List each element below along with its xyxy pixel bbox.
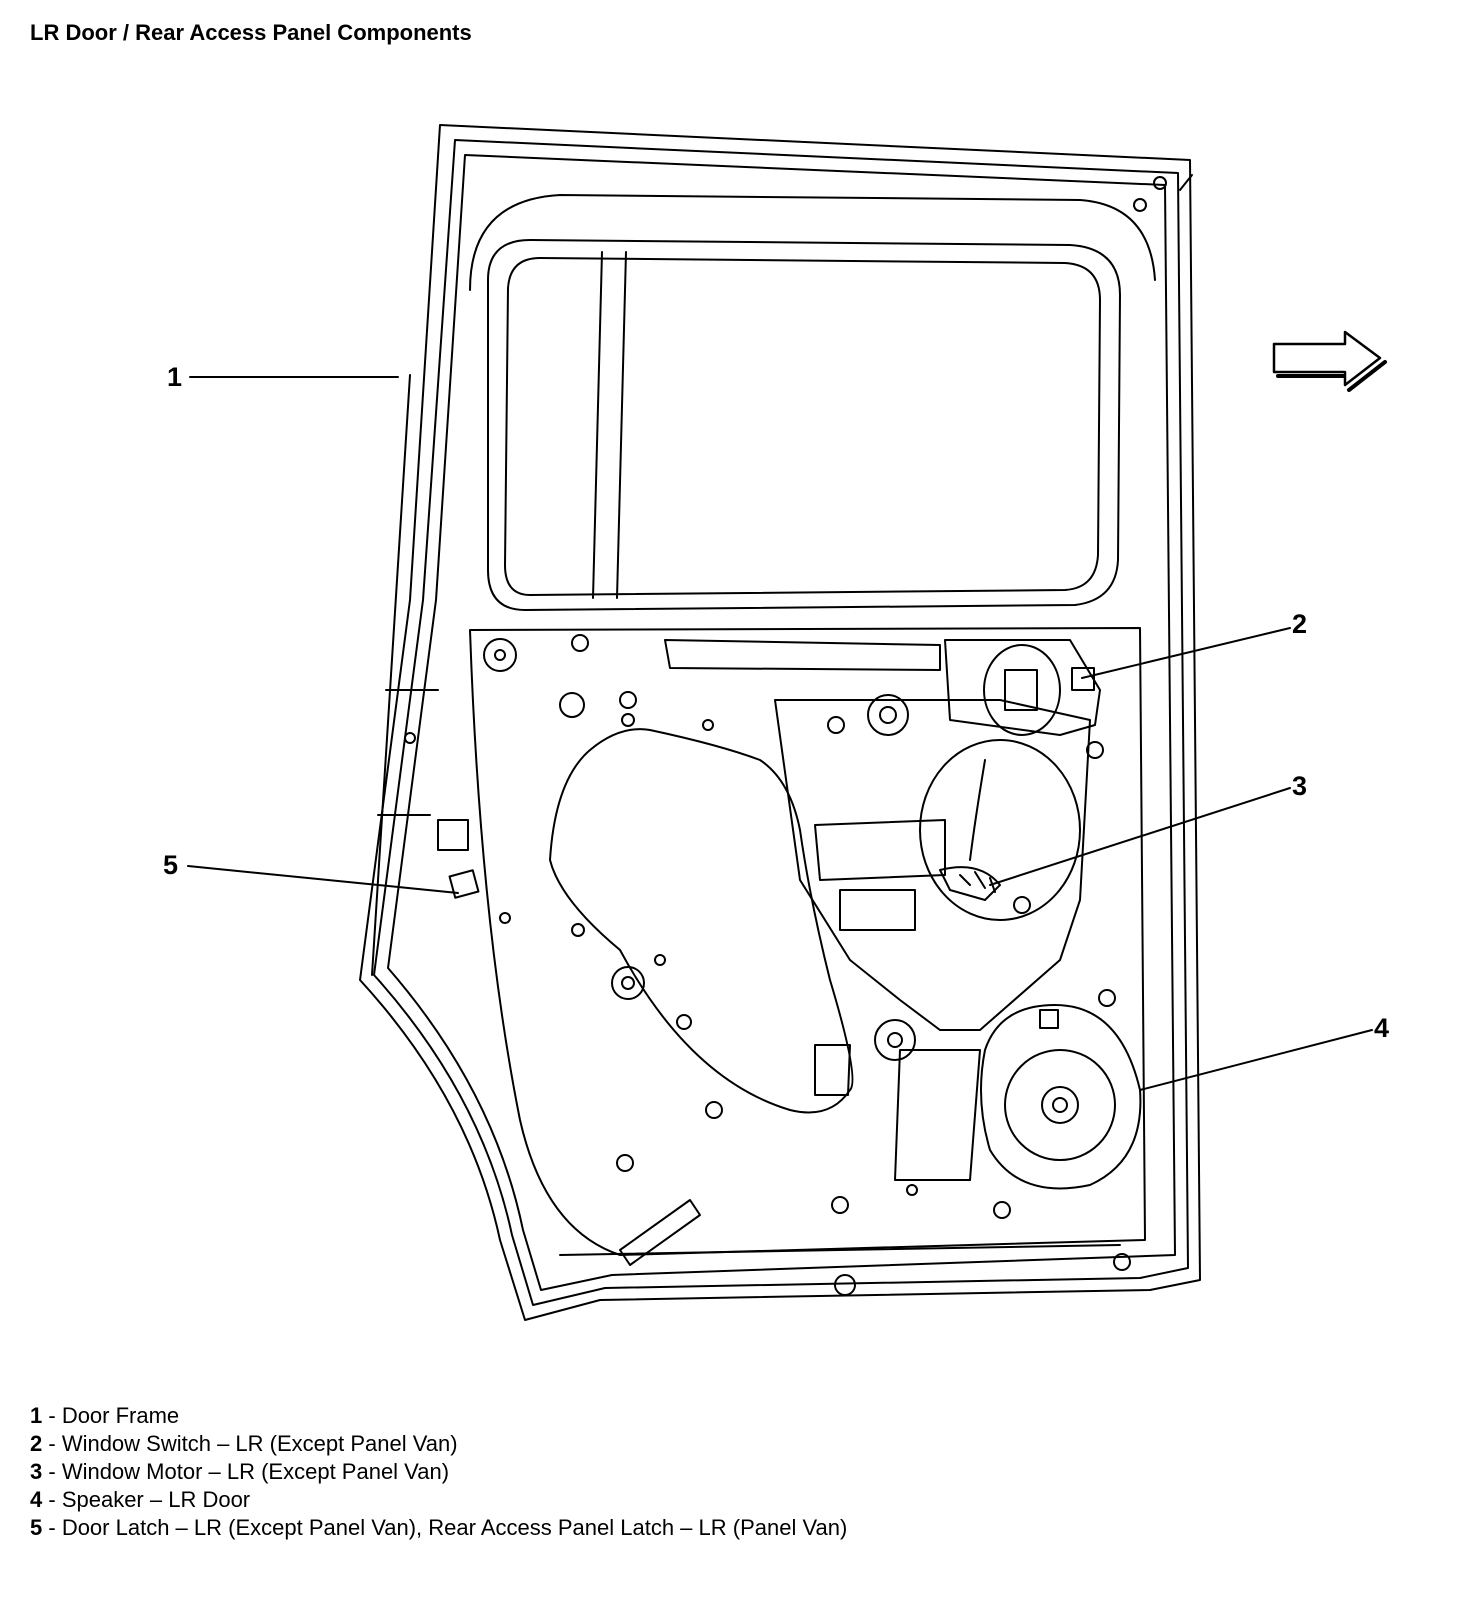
speaker [980,1004,1142,1190]
callout-4: 4 [1374,1013,1390,1043]
legend-item: 3 - Window Motor – LR (Except Panel Van) [30,1459,450,1484]
legend-item: 4 - Speaker – LR Door [30,1487,251,1512]
legend-item: 1 - Door Frame [30,1403,180,1428]
legend-description: Window Motor – LR (Except Panel Van) [61,1459,450,1484]
window-opening [469,194,1156,611]
legend-number: 4 [30,1487,43,1512]
legend-description: Door Frame [61,1403,180,1428]
leader-lines [187,376,1373,1091]
leader-line-5 [187,865,459,894]
legend-number: 2 [30,1431,43,1456]
callout-3: 3 [1292,771,1308,801]
leader-line-3 [989,787,1291,886]
legend-item: 2 - Window Switch – LR (Except Panel Van… [30,1431,458,1456]
forward-arrow-icon [1272,330,1387,392]
legend-number: 1 [30,1403,43,1428]
legend-item: 5 - Door Latch – LR (Except Panel Van), … [30,1515,848,1540]
legend-number: 3 [30,1459,43,1484]
door-latch [437,819,480,899]
diagram-title: LR Door / Rear Access Panel Components [30,20,472,45]
window-switch [944,639,1101,736]
legend-number: 5 [30,1515,43,1540]
window-motor [939,759,1001,901]
legend-description: Speaker – LR Door [61,1487,251,1512]
callout-5: 5 [163,850,179,880]
callout-2: 2 [1292,609,1308,639]
door-frame [359,124,1201,1321]
callout-1: 1 [167,362,183,392]
leader-line-2 [1081,627,1291,679]
legend-description: Window Switch – LR (Except Panel Van) [61,1431,458,1456]
inner-panel [469,627,1146,1266]
legend-description: Door Latch – LR (Except Panel Van), Rear… [61,1515,848,1540]
leader-line-4 [1139,1029,1373,1091]
legend: 1 - Door Frame 2 - Window Switch – LR (E… [30,1402,847,1542]
fasteners [404,634,1131,1296]
